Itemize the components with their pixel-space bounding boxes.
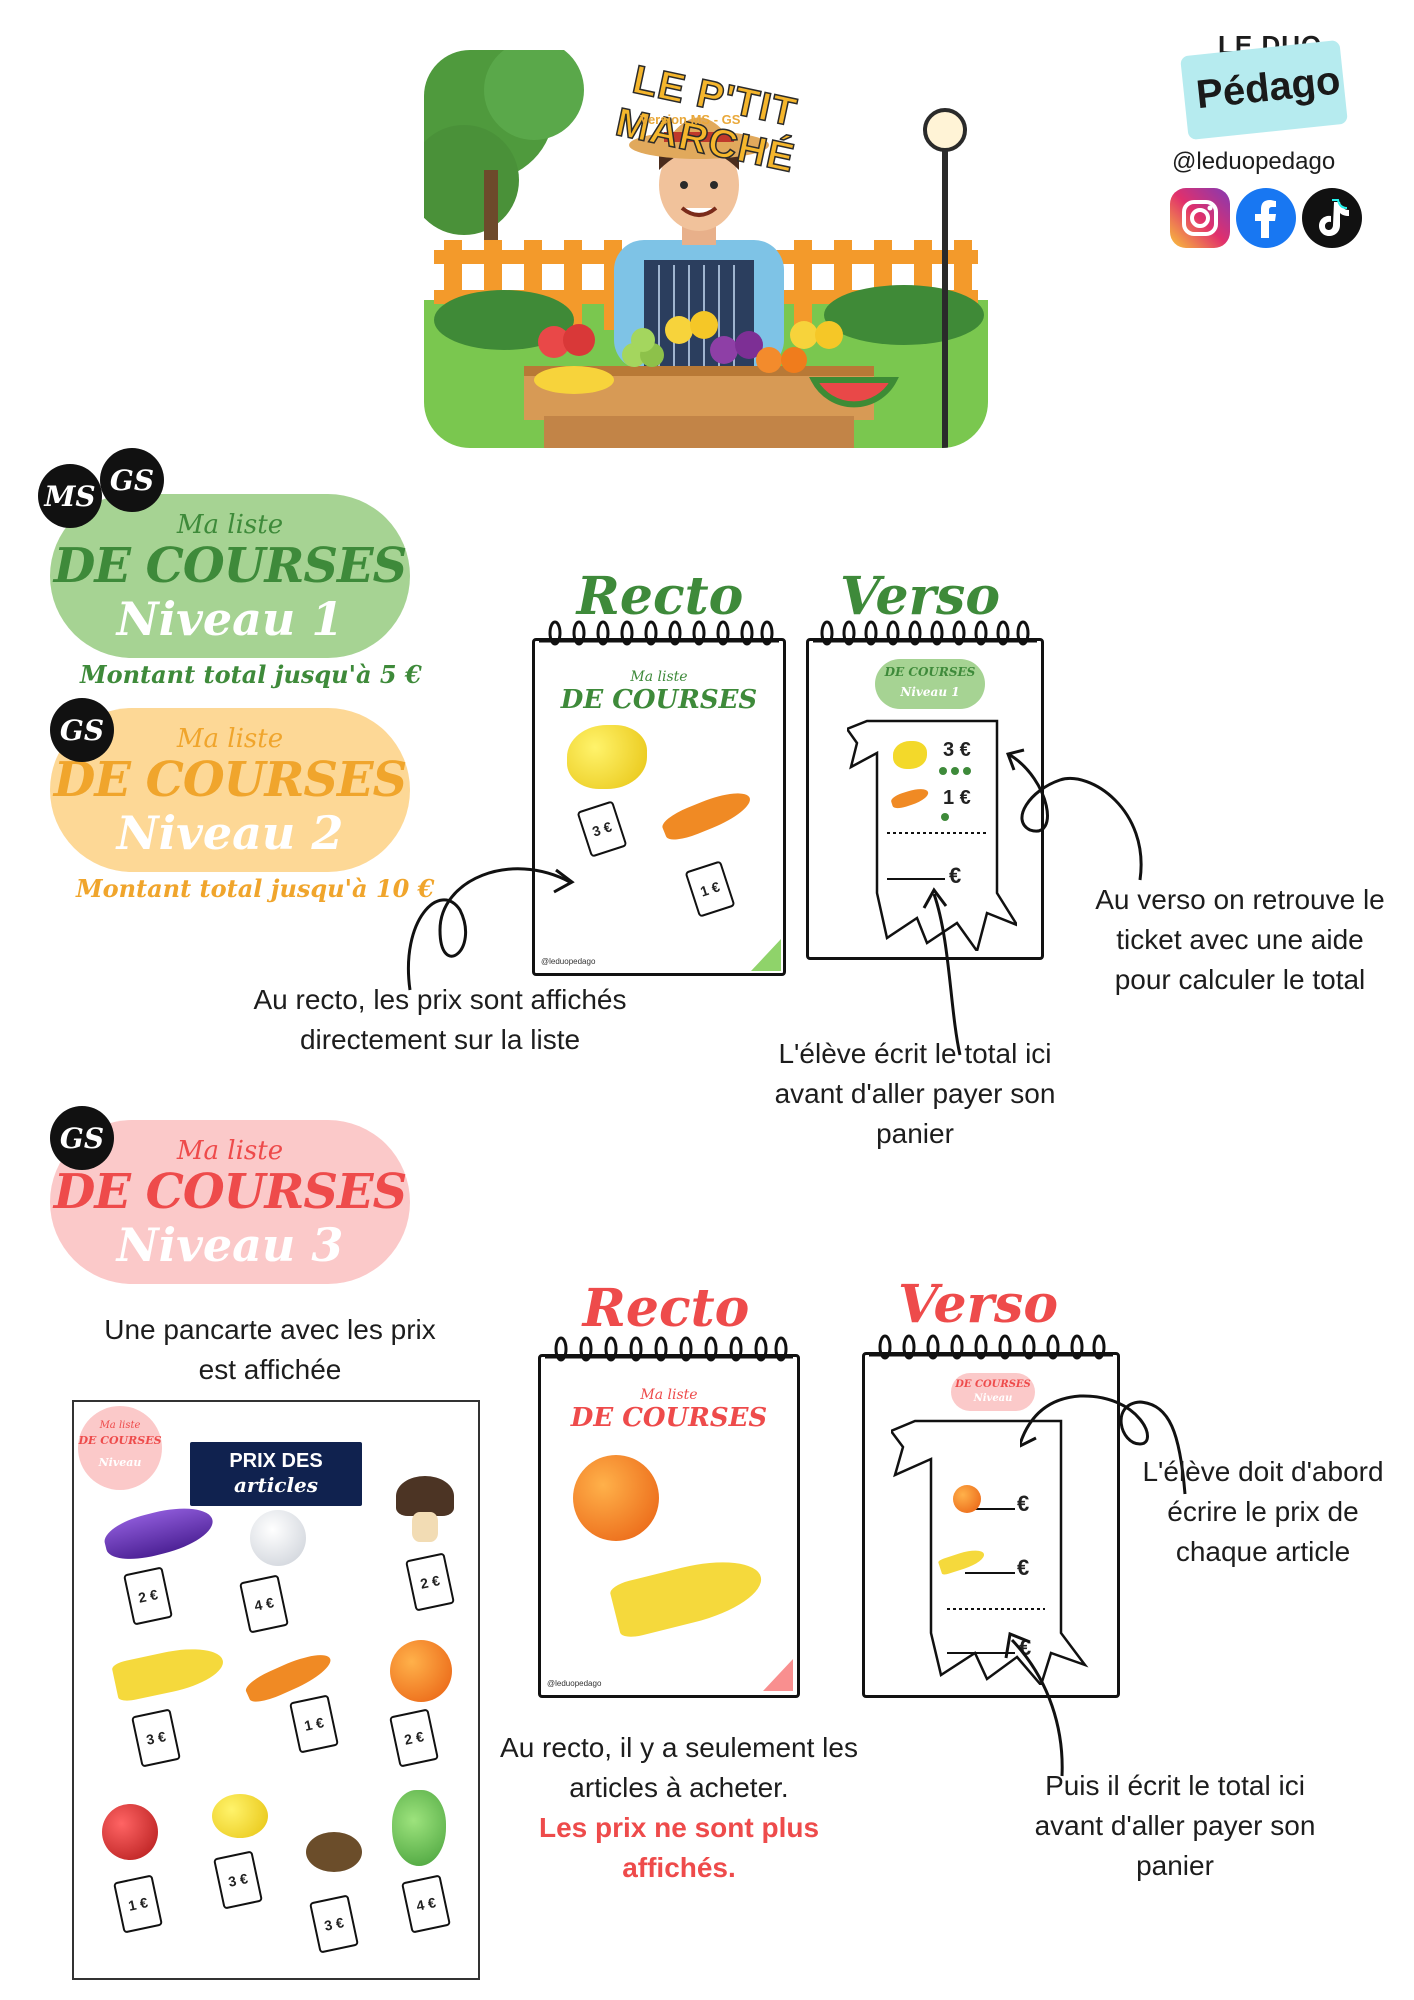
poster-price-lemon: 3 € (213, 1850, 263, 1910)
section2-verso-title: Verso (897, 1274, 1058, 1335)
section1-carrot-tag: 1 € (684, 860, 736, 918)
banana-image (111, 1641, 227, 1703)
level1-pill: Ma liste DE COURSES Niveau 1 (50, 494, 410, 658)
poster-mini-small: Ma liste (99, 1420, 141, 1431)
pear-image (392, 1790, 446, 1866)
section1-recto-footer: @leduopedago (541, 957, 596, 966)
section2-note-sign: Une pancarte avec les prix est affichée (104, 1314, 436, 1385)
level1-badge-ms: MS (38, 464, 102, 528)
section2-recto-footer: @leduopedago (547, 1679, 602, 1688)
section2-note-total: Puis il écrit le total ici avant d'aller… (1034, 1770, 1316, 1881)
section2-verso-pad: DE COURSES Niveau € € € (862, 1334, 1120, 1698)
section2-ticket-unit1: € (1017, 1491, 1030, 1516)
poster-price-carrot: 1 € (289, 1694, 339, 1754)
section1-verso-title: Verso (839, 566, 1000, 627)
section1-mini-pill: DE COURSES Niveau 1 (875, 659, 985, 709)
poster-mini-main: DE COURSES (78, 1434, 162, 1447)
price-poster: Ma liste DE COURSES Niveau PRIX DES arti… (72, 1400, 480, 1980)
level2-main: DE COURSES (53, 752, 408, 808)
level1-level: Niveau 1 (116, 592, 344, 646)
level2-level: Niveau 2 (116, 806, 344, 860)
level3-small: Ma liste (176, 1136, 284, 1166)
section1-verso-arrow (1006, 748, 1143, 881)
level2-badge-gs: GS (50, 698, 114, 762)
poster-price-orange: 2 € (389, 1708, 439, 1768)
level2-pill: Ma liste DE COURSES Niveau 2 (50, 708, 410, 872)
hero-version: Version MS - GS (640, 112, 741, 127)
section1-mini-pill-main: DE COURSES (884, 665, 976, 679)
brand-handle: @leduopedago (1172, 148, 1336, 175)
poster-mini-level: Niveau (98, 1456, 142, 1469)
level1-small: Ma liste (176, 510, 284, 540)
section1-lemon-tag: 3 € (576, 800, 628, 858)
section1-total-arrow (922, 887, 962, 1056)
section1-recto-pad-main: DE COURSES (560, 685, 758, 715)
mushroom-stem (412, 1512, 438, 1542)
poster-price-mushroom: 2 € (405, 1552, 455, 1612)
orange-image (573, 1455, 659, 1541)
tiktok-icon[interactable] (1302, 188, 1362, 248)
ticket-orange-image (953, 1485, 981, 1513)
section2-mini-pill: DE COURSES Niveau (951, 1373, 1035, 1411)
level3-main: DE COURSES (53, 1164, 408, 1220)
poster-heading: PRIX DES articles (190, 1442, 362, 1506)
apple-image (102, 1804, 158, 1860)
mushroom-image (396, 1476, 454, 1516)
section2-recto-pad-main: DE COURSES (570, 1403, 768, 1433)
hero-illustration (424, 50, 988, 448)
ticket-lemon-image (893, 741, 927, 769)
section2-total-arrow (1004, 1631, 1064, 1777)
poster-price-banana: 3 € (131, 1708, 181, 1768)
onion-image (250, 1510, 306, 1566)
section1-ticket-carrot-price: 1 € (943, 787, 971, 809)
section2-ticket-unit2: € (1017, 1555, 1030, 1580)
section2-note-recto: Au recto, il y a seulement les articles … (500, 1732, 858, 1803)
section1-note-recto: Au recto, les prix sont affichés directe… (253, 984, 627, 1055)
poster-head-2: articles (233, 1473, 319, 1497)
level3-pill: Ma liste DE COURSES Niveau 3 (50, 1120, 410, 1284)
section2-recto-pad-small: Ma liste (640, 1387, 698, 1403)
level1-amount: Montant total jusqu'à 5 € (80, 660, 422, 689)
poster-price-onion: 4 € (239, 1574, 289, 1634)
section2-recto-title: Recto (582, 1278, 750, 1339)
eggplant-image (100, 1499, 218, 1567)
section1-ticket-lemon-price: 3 € (943, 739, 971, 761)
section2-mini-pill-main: DE COURSES (955, 1379, 1031, 1390)
poster-price-pear: 4 € (401, 1874, 451, 1934)
poster-price-eggplant: 2 € (123, 1566, 173, 1626)
poster-mini-pill: Ma liste DE COURSES Niveau (78, 1406, 162, 1490)
level1-badge-gs: GS (100, 448, 164, 512)
level2-amount: Montant total jusqu'à 10 € (76, 874, 435, 903)
section2-note-recto-bold: Les prix ne sont plus affichés. (538, 1812, 820, 1883)
section1-recto-title: Recto (576, 566, 744, 627)
section1-ticket-total: € (949, 863, 962, 888)
poster-head-1: PRIX DES (229, 1450, 323, 1472)
section1-recto-arrow (407, 867, 575, 991)
instagram-icon[interactable] (1170, 188, 1230, 248)
lemon-image (567, 725, 647, 789)
carrot-image (659, 784, 755, 846)
section2-mini-pill-level: Niveau (973, 1393, 1013, 1404)
poster-price-kiwi: 3 € (309, 1894, 359, 1954)
section1-recto-pad: Ma liste DE COURSES 3 € 1 € @leduopedago (532, 620, 786, 976)
facebook-icon[interactable] (1236, 188, 1296, 248)
poster-price-apple: 1 € (113, 1874, 163, 1934)
section1-mini-pill-level: Niveau 1 (900, 685, 960, 699)
lemon-poster-image (212, 1794, 268, 1838)
level2-small: Ma liste (176, 724, 284, 754)
section2-recto-pad: Ma liste DE COURSES @leduopedago (538, 1336, 800, 1698)
section2-note-price: L'élève doit d'abord écrire le prix de c… (1142, 1456, 1384, 1567)
level1-main: DE COURSES (53, 538, 408, 594)
kiwi-image (306, 1832, 362, 1872)
level3-level: Niveau 3 (116, 1218, 344, 1272)
section1-note-total: L'élève écrit le total ici avant d'aller… (774, 1038, 1056, 1149)
section2-price-arrow (1020, 1394, 1187, 1495)
level3-badge-gs: GS (50, 1106, 114, 1170)
orange-poster-image (390, 1640, 452, 1702)
section1-recto-pad-small: Ma liste (630, 669, 688, 685)
banana-recto-image (608, 1549, 768, 1641)
section1-note-verso: Au verso on retrouve le ticket avec une … (1095, 884, 1385, 995)
